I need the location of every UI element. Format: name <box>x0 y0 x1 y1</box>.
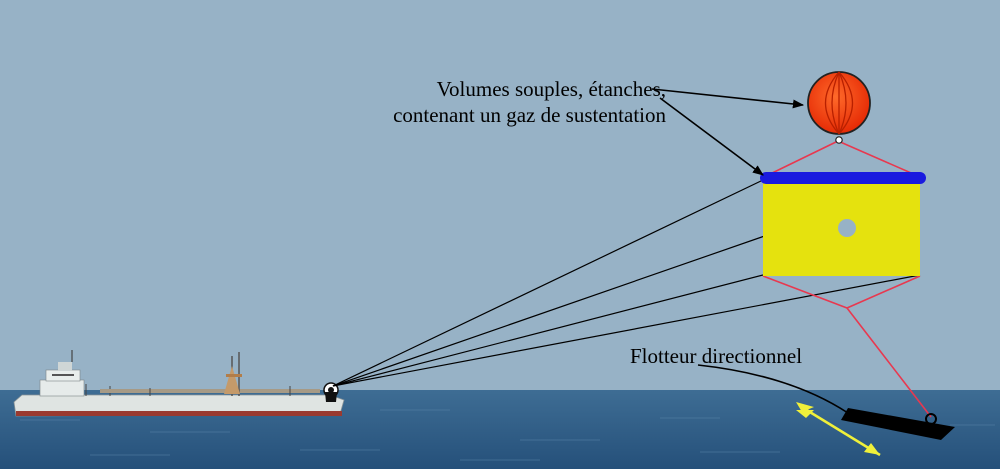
label-volumes-line2: contenant un gaz de sustentation <box>393 103 666 127</box>
label-flotteur-directionnel: Flotteur directionnel <box>630 344 803 368</box>
sea-ripples <box>20 409 995 461</box>
balloon <box>807 71 871 144</box>
bow-pulley <box>323 382 339 402</box>
blue-tube <box>760 172 926 184</box>
sail-hole <box>838 219 856 237</box>
label-volumes-souples: Volumes souples, étanches, contenant un … <box>393 76 666 128</box>
label-volumes-line1: Volumes souples, étanches, <box>436 77 666 101</box>
tether-lines <box>332 179 921 387</box>
rigging-lines <box>762 140 932 418</box>
cargo-ship <box>13 350 345 417</box>
directional-float <box>841 408 955 440</box>
callout-arrows <box>651 88 849 414</box>
direction-arrow-icon <box>796 402 881 457</box>
